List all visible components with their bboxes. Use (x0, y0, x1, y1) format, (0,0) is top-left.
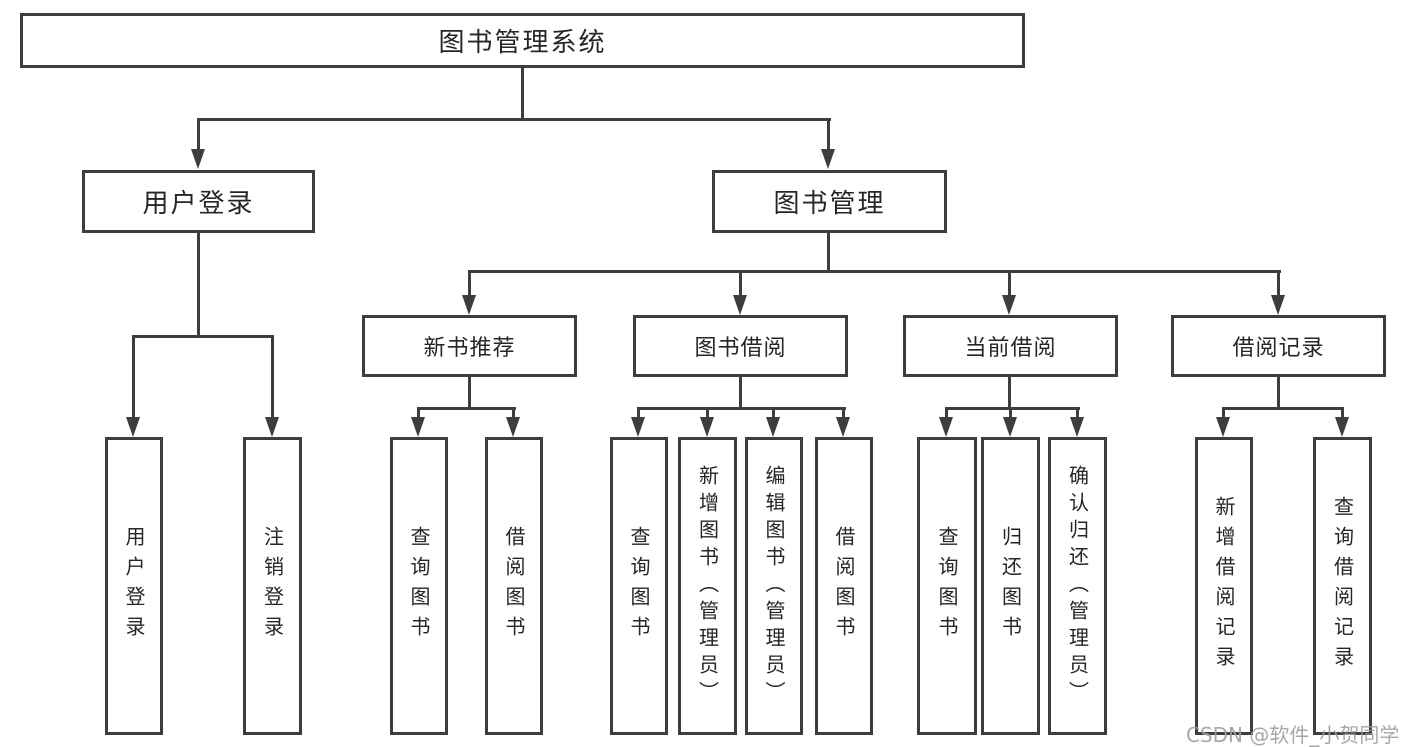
node-new-book-recommendation: 新书推荐 (362, 315, 577, 377)
leaf-query-books-borrowing: 查询图书 (610, 437, 668, 735)
arrow-down-icon (265, 338, 279, 437)
arrow-down-icon (1002, 273, 1016, 315)
node-label: 新书推荐 (423, 336, 516, 361)
arrow-down-icon (836, 410, 850, 437)
connector-book-borrowing-stem (739, 377, 742, 407)
leaf-borrow-books-borrowing: 借阅图书 (815, 437, 873, 735)
arrow-down-icon (191, 121, 205, 169)
connector-user-login-bus (132, 335, 274, 338)
arrow-down-icon (1216, 410, 1230, 437)
arrow-down-icon (1335, 410, 1349, 437)
arrow-down-icon (126, 338, 140, 437)
leaf-label: 借阅图书 (832, 526, 856, 646)
leaf-borrow-books-recommend: 借阅图书 (485, 437, 543, 735)
connector-book-borrowing-bus (637, 407, 846, 410)
connector-borrowing-records-bus (1222, 407, 1344, 410)
leaf-label: 确认归还（管理员） (1065, 464, 1090, 708)
connector-root-bus (197, 118, 831, 121)
leaf-label: 编辑图书（管理员） (762, 464, 786, 708)
leaf-label: 用户登录 (122, 526, 146, 646)
leaf-label: 查询图书 (935, 526, 959, 646)
node-user-login: 用户登录 (82, 170, 315, 233)
connector-current-borrowing-bus (945, 407, 1080, 410)
arrow-down-icon (462, 273, 476, 315)
arrow-down-icon (821, 121, 835, 169)
leaf-add-books-admin: 新增图书（管理员） (678, 437, 737, 735)
connector-borrowing-records-stem (1277, 377, 1280, 407)
node-label: 当前借阅 (964, 336, 1057, 361)
node-current-borrowing: 当前借阅 (903, 315, 1118, 377)
node-label: 借阅记录 (1232, 336, 1325, 361)
arrow-down-icon (631, 410, 645, 437)
connector-new-book-stem (468, 377, 471, 407)
node-label: 图书借阅 (694, 336, 787, 361)
leaf-query-borrow-record: 查询借阅记录 (1313, 437, 1372, 735)
connector-current-borrowing-stem (1008, 377, 1011, 407)
connector-new-book-bus (417, 407, 516, 410)
arrow-down-icon (1271, 273, 1285, 315)
leaf-query-books-current: 查询图书 (917, 437, 977, 735)
node-library-management-system: 图书管理系统 (20, 13, 1025, 68)
leaf-add-borrow-record: 新增借阅记录 (1195, 437, 1253, 735)
arrow-down-icon (700, 410, 714, 437)
arrow-down-icon (733, 273, 747, 315)
node-borrowing-records: 借阅记录 (1171, 315, 1386, 377)
node-label: 图书管理系统 (438, 28, 607, 58)
leaf-label: 新增图书（管理员） (695, 464, 720, 708)
leaf-return-books: 归还图书 (981, 437, 1040, 735)
leaf-confirm-return-admin: 确认归还（管理员） (1048, 437, 1107, 735)
leaf-label: 归还图书 (998, 526, 1023, 646)
node-label: 用户登录 (142, 189, 255, 219)
arrow-down-icon (1070, 410, 1084, 437)
leaf-logout-login: 注销登录 (243, 437, 302, 735)
leaf-edit-books-admin: 编辑图书（管理员） (745, 437, 803, 735)
leaf-label: 查询借阅记录 (1330, 496, 1355, 676)
connector-root-stem (521, 68, 524, 118)
leaf-label: 注销登录 (260, 526, 285, 646)
leaf-label: 借阅图书 (502, 526, 526, 646)
node-label: 图书管理 (773, 189, 886, 219)
node-book-management: 图书管理 (712, 170, 947, 233)
arrow-down-icon (766, 410, 780, 437)
leaf-user-login: 用户登录 (105, 437, 163, 735)
leaf-query-books-recommend: 查询图书 (390, 437, 448, 735)
csdn-watermark: CSDN @软件_小贺同学 (1186, 723, 1400, 747)
arrow-down-icon (411, 410, 425, 437)
leaf-label: 查询图书 (407, 526, 431, 646)
connector-user-login-stem (197, 233, 200, 335)
connector-book-management-bus (468, 270, 1281, 273)
leaf-label: 新增借阅记录 (1212, 496, 1236, 676)
node-book-borrowing: 图书借阅 (633, 315, 848, 377)
arrow-down-icon (1003, 410, 1017, 437)
arrow-down-icon (939, 410, 953, 437)
connector-book-management-stem (827, 233, 830, 270)
arrow-down-icon (506, 410, 520, 437)
leaf-label: 查询图书 (627, 526, 651, 646)
